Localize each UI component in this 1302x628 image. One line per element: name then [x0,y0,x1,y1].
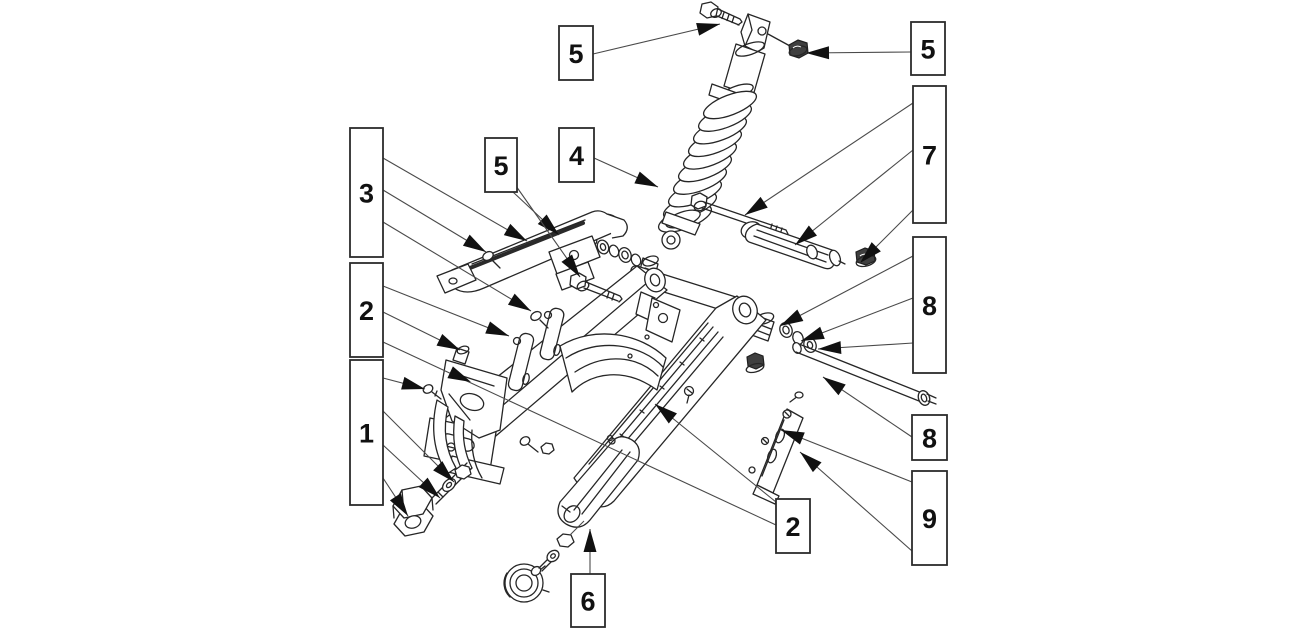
callout-box [484,137,518,193]
arrowhead-7-18 [795,225,817,245]
arrowhead-2-5 [447,366,471,382]
chain-roller [503,520,585,603]
arrowhead-3-0 [503,223,527,241]
leader-line-3-0 [382,157,528,242]
callout-label: 2 [785,512,800,542]
arrowhead-8-22 [818,341,842,355]
arrowhead-8-21 [801,326,825,341]
leader-line-8-20 [779,255,914,327]
leader-line-7-17 [744,102,914,216]
callout-box [349,262,384,358]
callout-label: 8 [922,424,937,454]
callout-label: 4 [569,141,584,171]
callout-box [912,236,947,374]
callout-4-5: 4 [558,127,595,183]
callout-label: 6 [580,587,595,617]
callout-9-12: 9 [911,470,948,566]
callout-5-4: 5 [558,25,594,81]
arrowhead-5-12 [696,22,720,36]
leader-line-9-24 [780,429,913,483]
arrowhead-2-4 [436,333,460,350]
coil-spring [657,90,758,233]
callout-5-3: 5 [484,137,518,193]
arrowhead-5-11 [561,254,580,277]
misc-fasteners [422,250,695,455]
callout-7-9: 7 [912,85,947,224]
callout-label: 2 [359,296,374,326]
callout-label: 5 [920,35,935,65]
arrowhead-1-6 [401,376,425,390]
arrowhead-3-1 [462,234,486,252]
callout-label: 3 [359,179,374,209]
arrowhead-6-14 [583,529,597,552]
callout-box [911,414,948,461]
callout-box [570,573,606,628]
callout-8-10: 8 [912,236,947,374]
arrowhead-1-8 [418,477,440,498]
callout-8-11: 8 [911,414,948,461]
callout-box [349,127,384,258]
mount-straps [507,307,565,392]
callout-box [558,25,594,81]
callout-2-7: 2 [775,498,811,554]
linkage-rod [740,221,846,270]
arrowhead-8-23 [823,377,846,396]
callout-box [910,21,946,76]
leader-line-9-25 [799,451,913,552]
callout-label: 8 [922,291,937,321]
exploded-view-artwork [392,1,937,603]
arrowhead-2-3 [485,321,509,336]
leader-line-2-15 [654,403,777,503]
callout-box [912,85,947,224]
swingarm-pivot-axle [792,342,937,406]
pivot-bolt [569,272,623,303]
callout-box [349,359,384,506]
callout-box [558,127,595,183]
callout-label: 7 [922,141,937,171]
arrowhead-5-16 [806,46,830,60]
callout-1-2: 1 [349,359,384,506]
chain-slider-front [557,436,640,528]
arrowhead-5-10 [537,214,559,235]
callout-2-1: 2 [349,262,384,358]
chain-guard [436,210,628,294]
callout-label: 5 [568,39,583,69]
chain-adjuster [392,462,473,537]
callout-5-8: 5 [910,21,946,76]
leader-line-7-18 [794,149,914,246]
rear-chain-guide [748,391,804,505]
arrowhead-1-9 [389,493,408,516]
callout-box [775,498,811,554]
callout-boxes-layer: 3 2 1 5 5 4 6 2 5 7 8 8 9 [349,21,948,628]
arrowhead-9-25 [800,452,822,473]
callout-label: 9 [922,504,937,534]
shock-top-bolt [699,1,743,26]
leader-line-2-5 [382,341,777,526]
leader-lines-layer [382,22,914,574]
arrowhead-1-7 [433,461,454,482]
callout-3-0: 3 [349,127,384,258]
arrowhead-8-20 [780,309,804,326]
shock-absorber [657,13,791,250]
arrowhead-4-13 [634,171,658,187]
callout-6-6: 6 [570,573,606,628]
arrowhead-7-19 [860,242,881,263]
arrowhead-7-17 [745,196,768,215]
callout-label: 5 [493,151,508,181]
arrowhead-3-2 [507,293,531,311]
coil-spring-turn [702,90,758,120]
shock-top-nut [788,39,809,59]
arrowhead-2-15 [655,404,677,424]
arrowhead-9-24 [781,430,805,445]
leader-line-3-2 [382,221,532,312]
callout-box [911,470,948,566]
callout-label: 1 [359,419,374,449]
